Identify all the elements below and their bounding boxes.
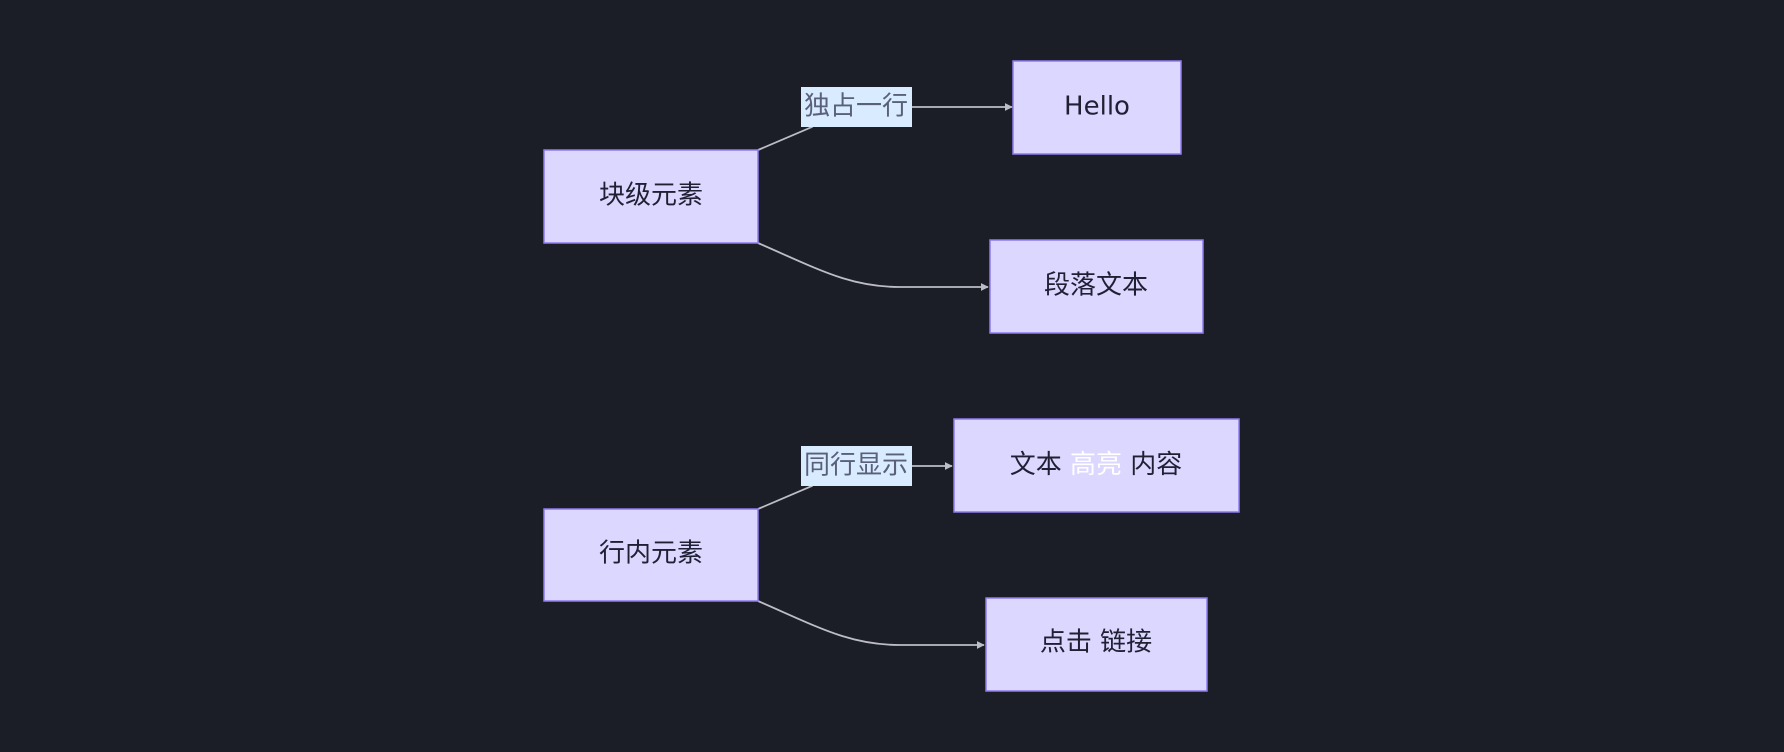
node-label: 点击 链接 xyxy=(1040,628,1152,658)
edge-label-text: 同行显示 xyxy=(804,451,908,481)
node-label: 块级元素 xyxy=(599,181,703,211)
node-label: 文本 高亮 内容 xyxy=(1010,450,1183,480)
node-span-text[interactable]: 文本 高亮 内容 xyxy=(953,418,1240,513)
node-label: 段落文本 xyxy=(1044,271,1148,301)
edge-inline-to-link xyxy=(757,600,985,649)
span-text-post: 内容 xyxy=(1122,450,1182,480)
node-label: Hello xyxy=(1064,92,1130,122)
edge-label-inline-span: 同行显示 xyxy=(801,446,912,486)
node-label: 行内元素 xyxy=(599,539,703,569)
edge-label-text: 独占一行 xyxy=(804,92,908,122)
span-text-pre: 文本 xyxy=(1010,450,1070,480)
node-block-element[interactable]: 块级元素 xyxy=(543,149,759,244)
span-text-highlight: 高亮 xyxy=(1070,450,1122,480)
edge-label-block-hello: 独占一行 xyxy=(801,87,912,127)
node-inline-element[interactable]: 行内元素 xyxy=(543,508,759,602)
node-link[interactable]: 点击 链接 xyxy=(985,597,1208,692)
edge-block-to-paragraph xyxy=(757,242,989,291)
node-hello[interactable]: Hello xyxy=(1012,60,1182,155)
node-paragraph[interactable]: 段落文本 xyxy=(989,239,1204,334)
